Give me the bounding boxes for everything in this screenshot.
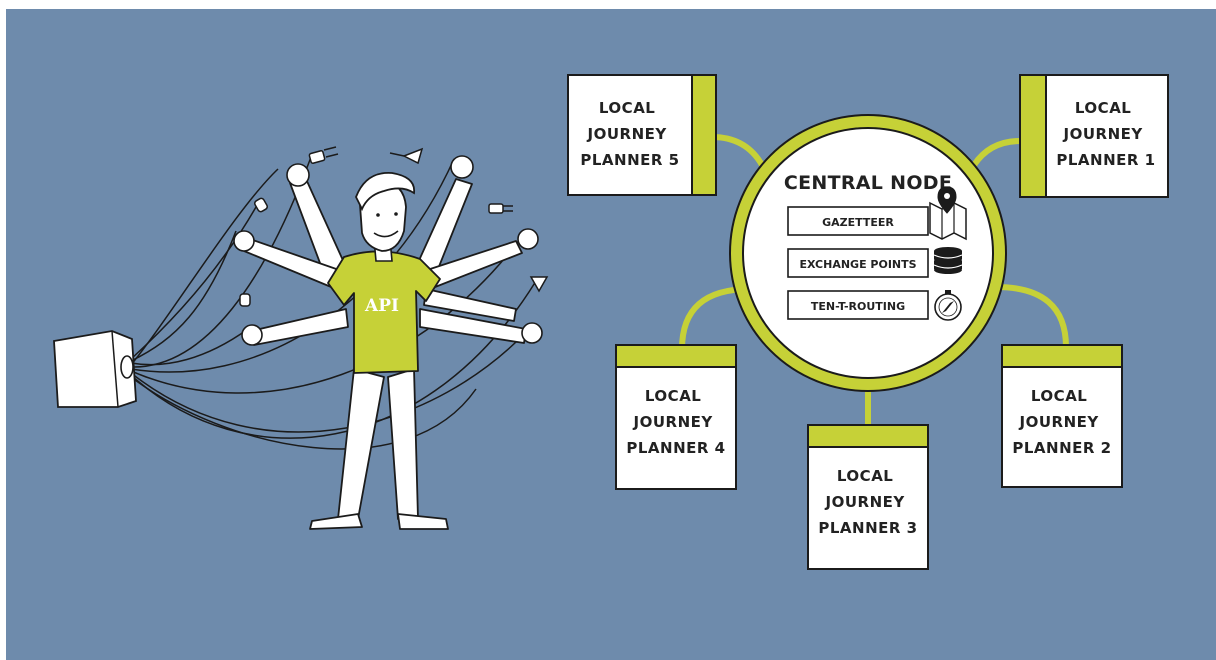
planner-3-line-3: PLANNER 3 xyxy=(818,519,917,537)
connectors xyxy=(679,134,1069,432)
planner-3-line-1: LOCAL xyxy=(837,467,893,485)
planner-4-line-2: JOURNEY xyxy=(633,413,714,431)
database-icon xyxy=(933,247,963,274)
planner-5-line-1: LOCAL xyxy=(599,99,655,117)
hands xyxy=(233,155,543,346)
service-gazetteer-label: GAZETTEER xyxy=(822,216,894,229)
connector-planner-2 xyxy=(993,284,1069,350)
planner-2-label: LOCAL JOURNEY PLANNER 2 xyxy=(1012,387,1111,457)
central-node-title: CENTRAL NODE xyxy=(784,172,952,194)
planner-4-box: LOCAL JOURNEY PLANNER 4 xyxy=(615,344,737,490)
api-architecture-diagram: API CENTRAL NODE GAZETTEER xyxy=(6,9,1216,660)
planner-1-line-2: JOURNEY xyxy=(1063,125,1144,143)
planner-2-line-3: PLANNER 2 xyxy=(1012,439,1111,457)
planner-2-box: LOCAL JOURNEY PLANNER 2 xyxy=(1001,344,1123,488)
power-socket-icon xyxy=(53,330,137,408)
planner-5-line-3: PLANNER 5 xyxy=(580,151,679,169)
compass-icon xyxy=(934,290,962,321)
central-node: CENTRAL NODE GAZETTEER EXCHANGE POINTS xyxy=(729,114,1007,392)
service-exchange-points-label: EXCHANGE POINTS xyxy=(799,258,916,271)
map-pin-icon xyxy=(929,186,967,241)
api-mascot-illustration: API xyxy=(53,146,549,530)
shirt-api-label: API xyxy=(364,296,399,316)
connector-planner-5 xyxy=(709,134,765,168)
planner-2-line-1: LOCAL xyxy=(1031,387,1087,405)
api-shirt xyxy=(327,250,441,374)
planner-5-line-2: JOURNEY xyxy=(587,125,668,143)
plug-icon xyxy=(239,146,549,307)
service-ten-t-routing: TEN-T-ROUTING xyxy=(787,290,962,321)
planner-4-line-1: LOCAL xyxy=(645,387,701,405)
diagram-canvas: API CENTRAL NODE GAZETTEER xyxy=(6,9,1216,660)
planner-3-label: LOCAL JOURNEY PLANNER 3 xyxy=(818,467,917,537)
service-ten-t-routing-label: TEN-T-ROUTING xyxy=(811,300,905,313)
planner-1-label: LOCAL JOURNEY PLANNER 1 xyxy=(1056,99,1155,169)
planner-2-line-2: JOURNEY xyxy=(1019,413,1100,431)
service-gazetteer: GAZETTEER xyxy=(787,186,967,241)
planner-1-line-3: PLANNER 1 xyxy=(1056,151,1155,169)
planner-4-line-3: PLANNER 4 xyxy=(626,439,725,457)
mascot-head xyxy=(355,172,415,262)
planner-3-line-2: JOURNEY xyxy=(825,493,906,511)
legs xyxy=(309,368,449,530)
arms xyxy=(243,178,527,346)
connector-planner-1 xyxy=(971,138,1023,168)
planner-3-box: LOCAL JOURNEY PLANNER 3 xyxy=(807,424,929,570)
planner-1-line-1: LOCAL xyxy=(1075,99,1131,117)
planner-4-label: LOCAL JOURNEY PLANNER 4 xyxy=(626,387,725,457)
planner-5-label: LOCAL JOURNEY PLANNER 5 xyxy=(580,99,679,169)
planner-1-box: LOCAL JOURNEY PLANNER 1 xyxy=(1019,74,1169,198)
service-exchange-points: EXCHANGE POINTS xyxy=(787,247,963,278)
planner-5-box: LOCAL JOURNEY PLANNER 5 xyxy=(567,74,717,196)
